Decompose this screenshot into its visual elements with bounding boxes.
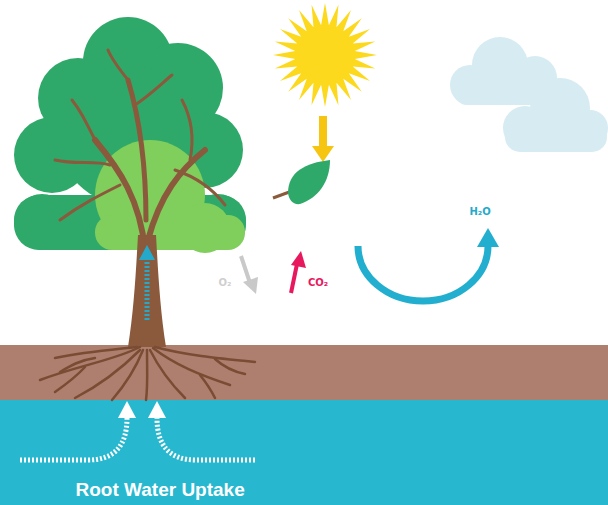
root — [200, 375, 215, 398]
tree-roots — [40, 347, 255, 400]
arrow-head — [118, 401, 136, 418]
process-label: Root Water Uptake — [76, 480, 245, 499]
transpiration-arrow — [358, 228, 499, 301]
chemical-label: H₂O — [470, 207, 491, 217]
root — [60, 358, 95, 372]
branch — [108, 50, 128, 80]
clouds — [450, 37, 608, 152]
groundwater-band — [0, 400, 608, 505]
branch — [72, 100, 95, 140]
tree-trunk — [128, 235, 166, 347]
arrow-shaft — [291, 264, 297, 293]
arrow-head — [291, 251, 306, 268]
root — [155, 347, 255, 362]
canopy-highlight — [95, 140, 245, 253]
arrow-shaft — [319, 116, 327, 148]
arrow-head — [243, 277, 258, 294]
root — [112, 350, 143, 400]
root — [215, 359, 245, 374]
arrow-shaft — [145, 258, 150, 320]
sun — [273, 3, 377, 107]
root — [55, 367, 85, 392]
arrow-head — [148, 401, 166, 418]
carbon-dioxide-arrow — [291, 251, 306, 293]
oxygen-arrow — [241, 256, 258, 294]
sun-rays — [273, 3, 377, 107]
sun-disc — [298, 28, 352, 82]
uptake-arrows — [20, 401, 255, 460]
chemical-label: CO₂ — [308, 278, 328, 288]
leaf-blade — [288, 160, 330, 204]
branch — [135, 75, 172, 105]
branch — [148, 150, 205, 240]
leaf — [273, 160, 330, 204]
branch — [55, 160, 110, 165]
uptake-arrow-shaft — [20, 418, 127, 460]
tree-canopy — [14, 17, 246, 250]
branch — [60, 185, 120, 220]
sap-flow-arrow — [139, 245, 155, 320]
arrow-head — [312, 146, 334, 162]
canopy-base — [95, 215, 245, 250]
branch — [182, 100, 192, 160]
uptake-arrow-shaft — [157, 418, 255, 460]
branch — [175, 170, 225, 205]
arrow-head — [139, 245, 155, 260]
sunlight-arrow — [312, 116, 334, 162]
branch — [128, 80, 146, 220]
arrow-shaft — [241, 256, 250, 283]
soil-band — [0, 345, 608, 401]
tree-branches — [55, 50, 225, 250]
root — [55, 347, 137, 358]
cloud — [503, 78, 608, 152]
arrow-shaft — [358, 246, 488, 301]
cloud-base — [505, 122, 607, 152]
chemical-label: O₂ — [219, 278, 232, 288]
arrow-head — [477, 228, 499, 247]
root — [146, 350, 147, 400]
